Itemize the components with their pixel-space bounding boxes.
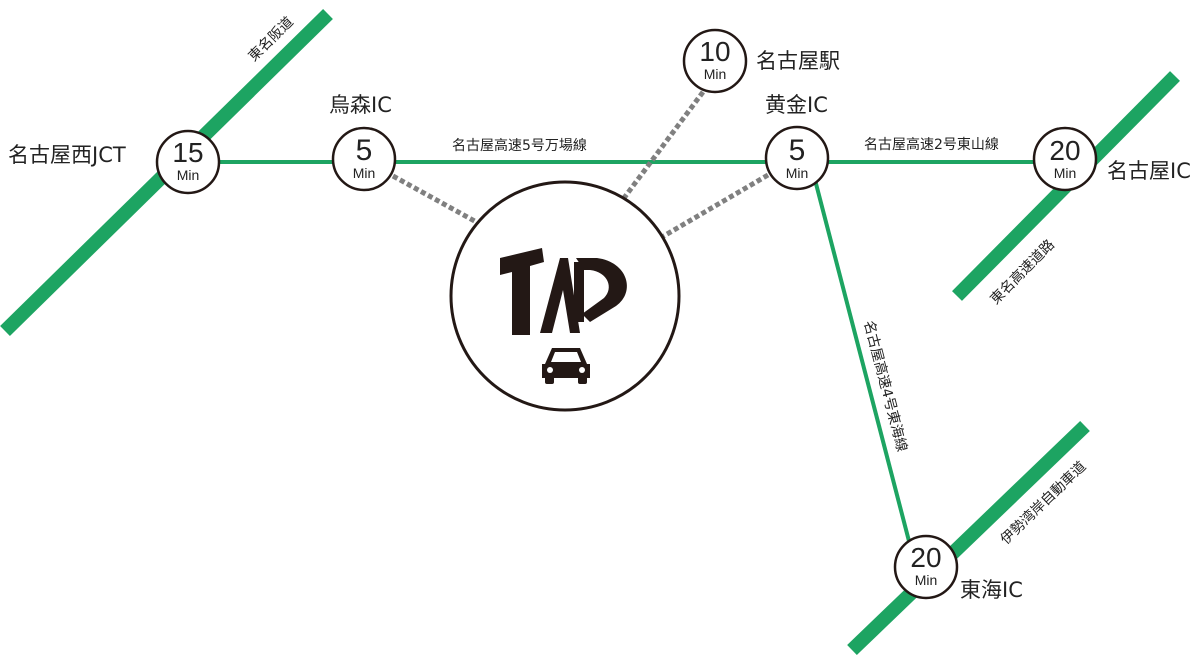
node-nagoya-nishi-jct: 15 Min xyxy=(155,129,221,195)
node-minutes: 5 xyxy=(356,134,373,167)
node-minutes: 15 xyxy=(172,137,203,168)
destination-center xyxy=(449,180,681,412)
car-icon xyxy=(542,348,590,384)
node-nagoya-station: 10 Min xyxy=(682,28,748,94)
label-nagoya-nishi-jct: 名古屋西JCT xyxy=(8,143,126,167)
label-route-manba: 名古屋高速5号万場線 xyxy=(452,137,587,154)
node-minutes: 20 xyxy=(1049,135,1080,166)
node-unit: Min xyxy=(915,572,938,588)
label-nagoya-ic: 名古屋IC xyxy=(1107,159,1191,183)
label-ogane-ic: 黄金IC xyxy=(765,93,828,117)
node-karasumori-ic: 5 Min xyxy=(331,126,397,192)
node-minutes: 20 xyxy=(910,542,941,573)
node-tokai-ic: 20 Min xyxy=(893,534,959,600)
route-tokai-line xyxy=(812,175,912,546)
node-unit: Min xyxy=(177,167,200,183)
node-unit: Min xyxy=(786,165,809,181)
node-unit: Min xyxy=(353,165,376,181)
node-minutes: 5 xyxy=(789,134,806,167)
access-line-nagoya-station xyxy=(621,90,706,200)
node-unit: Min xyxy=(704,66,727,82)
node-ogane-ic: 5 Min xyxy=(764,125,830,191)
isewangan-expressway xyxy=(847,420,1090,656)
label-tokai-ic: 東海IC xyxy=(960,578,1023,602)
label-route-higashiyama: 名古屋高速2号東山線 xyxy=(864,136,999,153)
label-karasumori-ic: 烏森IC xyxy=(329,93,392,117)
access-line-ogane xyxy=(660,172,770,240)
node-unit: Min xyxy=(1054,165,1077,181)
node-nagoya-ic: 20 Min xyxy=(1032,126,1098,192)
company-logo xyxy=(500,248,627,335)
access-line-karasumori xyxy=(391,173,482,227)
node-minutes: 10 xyxy=(699,36,730,67)
label-nagoya-station: 名古屋駅 xyxy=(756,49,840,73)
